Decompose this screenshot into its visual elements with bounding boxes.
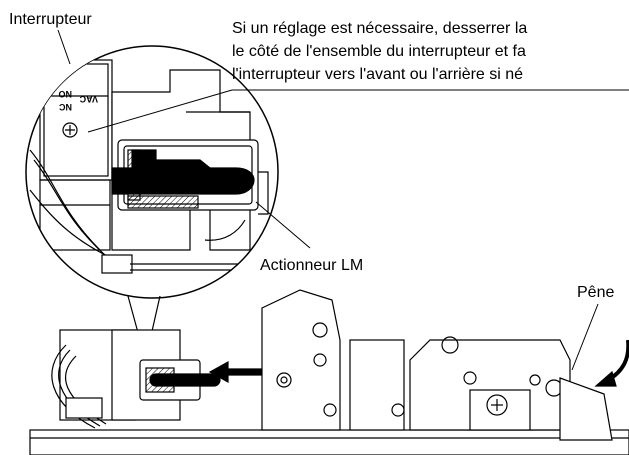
marking-no: NO (59, 89, 73, 99)
lock-mechanism (29, 289, 629, 455)
leader-switch (57, 29, 71, 65)
leader-lines (57, 29, 629, 371)
leader-note (87, 89, 233, 133)
magnified-view (25, 45, 279, 299)
switch-markings: NO NC VAC (59, 89, 99, 112)
bolt-shape (559, 377, 613, 441)
arrow-left-icon (208, 360, 269, 384)
label-bolt: Pêne (577, 284, 615, 301)
marking-nc: NC (59, 102, 72, 112)
leader-actuator (255, 201, 311, 249)
leader-bolt (571, 303, 599, 371)
label-actuator: Actionneur LM (260, 257, 364, 274)
marking-vac: VAC (79, 94, 98, 104)
label-switch: Interrupteur (9, 11, 92, 28)
